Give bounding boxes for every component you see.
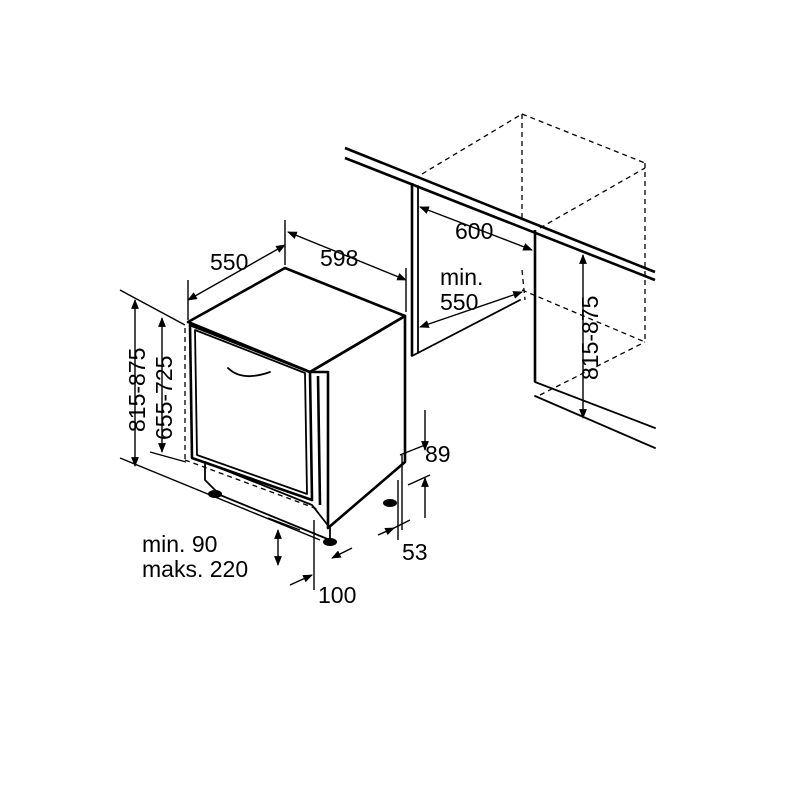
label-plinth-recess: 53	[402, 539, 428, 565]
dim-niche-depth-550-line	[419, 291, 523, 328]
dim-width-598-line	[287, 231, 407, 281]
label-foot-offset: 100	[318, 582, 356, 608]
countertop-edge-bottom	[344, 156, 656, 282]
label-width: 598	[320, 245, 358, 271]
label-niche-depth-line2: 550	[440, 289, 478, 315]
label-left-inner-height: 655-725	[151, 356, 177, 440]
front-door	[188, 323, 314, 502]
dim-foot-100-arrow-right	[331, 547, 353, 559]
top-face	[186, 266, 407, 374]
label-niche-width: 600	[455, 218, 493, 244]
label-door-gap-line2: maks. 220	[142, 556, 248, 582]
countertop-edge-top	[344, 146, 656, 274]
dim-niche-width-600-line	[419, 206, 533, 251]
right-side-face	[308, 314, 407, 530]
door-inner-frame	[194, 329, 308, 495]
label-door-gap-line1: min. 90	[142, 531, 217, 557]
label-niche-depth-line1: min.	[440, 264, 483, 290]
label-right-height: 815-875	[577, 296, 603, 380]
dashed-door-outline-bottom	[184, 459, 321, 511]
right-cabinet-bottom-edge	[534, 381, 656, 429]
label-depth: 550	[210, 249, 248, 275]
dimension-lines	[119, 206, 587, 590]
foot-front-right	[323, 538, 337, 546]
label-left-outer-height: 815-875	[124, 348, 150, 432]
dim-foot-100-arrow-left	[289, 574, 313, 586]
foot-back-right	[383, 499, 397, 507]
door-handle	[227, 367, 271, 378]
cabinet-niche	[344, 113, 656, 449]
label-plinth-height: 89	[425, 441, 451, 467]
dishwasher-body	[184, 266, 407, 546]
dim-depth-550-line	[187, 244, 286, 301]
dimension-labels: 550 598 600 min. 550 815-875 815-875 655…	[124, 218, 603, 608]
floor-line	[534, 395, 656, 449]
door-side-edge	[316, 375, 322, 506]
